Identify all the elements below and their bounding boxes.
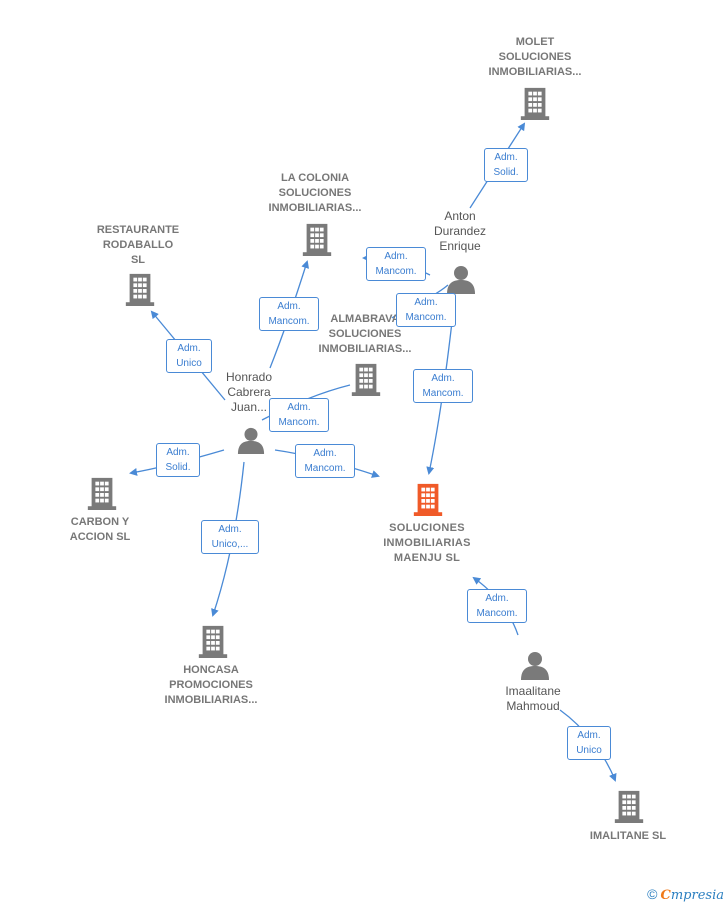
restaurante-label[interactable]: RESTAURANTE RODABALLO SL	[96, 224, 180, 266]
carbon-building-icon[interactable]	[87, 477, 117, 510]
edge-label-honrado-honcasa[interactable]: Adm. Unico,...	[201, 520, 259, 554]
maenju-label[interactable]: SOLUCIONES INMOBILIARIAS MAENJU SL	[383, 522, 471, 564]
imalitane-sl-building-icon[interactable]	[614, 790, 644, 823]
edge-label-honrado-carbon[interactable]: Adm. Solid.	[156, 443, 200, 477]
restaurante-building-icon[interactable]	[125, 273, 155, 306]
almabrava-label[interactable]: ALMABRAVA SOLUCIONES INMOBILIARIAS...	[318, 313, 412, 355]
almabrava-building-icon[interactable]	[351, 363, 381, 396]
honcasa-label[interactable]: HONCASA PROMOCIONES INMOBILIARIAS...	[164, 664, 258, 706]
edge-label-imaalitane-maenju[interactable]: Adm. Mancom.	[467, 589, 527, 623]
la-colonia-label[interactable]: LA COLONIA SOLUCIONES INMOBILIARIAS...	[268, 172, 362, 214]
anton-label[interactable]: Anton Durandez Enrique	[433, 209, 487, 253]
honrado-label[interactable]: Honrado Cabrera Juan...	[225, 370, 273, 414]
edge-label-anton-molet[interactable]: Adm. Solid.	[484, 148, 528, 182]
molet-label[interactable]: MOLET SOLUCIONES INMOBILIARIAS...	[488, 36, 582, 78]
edge-label-imaalitane-imalitane[interactable]: Adm. Unico	[567, 726, 611, 760]
anton-person-icon[interactable]	[447, 266, 475, 294]
la-colonia-building-icon[interactable]	[302, 223, 332, 256]
honcasa-building-icon[interactable]	[198, 625, 228, 658]
edge-label-anton-colonia[interactable]: Adm. Mancom.	[366, 247, 426, 281]
edge-label-honrado-maenju[interactable]: Adm. Mancom.	[295, 444, 355, 478]
molet-building-icon[interactable]	[520, 87, 550, 120]
imaalitane-person-icon[interactable]	[521, 652, 549, 680]
honrado-person-icon[interactable]	[237, 427, 265, 454]
edge-label-anton-almabrava[interactable]: Adm. Mancom.	[396, 293, 456, 327]
copyright-icon: ©	[647, 886, 658, 902]
brand-logo: Cmpresia	[660, 888, 725, 903]
imaalitane-label[interactable]: Imaalitane Mahmoud	[505, 684, 561, 713]
edge-label-anton-maenju[interactable]: Adm. Mancom.	[413, 369, 473, 403]
imalitane-sl-label[interactable]: IMALITANE SL	[589, 830, 667, 842]
footer-brand[interactable]: ©Cmpresia	[647, 886, 724, 903]
carbon-label[interactable]: CARBON Y ACCION SL	[69, 516, 131, 543]
edge-label-honrado-almabrava[interactable]: Adm. Mancom.	[269, 398, 329, 432]
maenju-building-icon[interactable]	[413, 483, 443, 516]
edge-label-honrado-restaurante[interactable]: Adm. Unico	[166, 339, 212, 373]
edge-label-honrado-colonia[interactable]: Adm. Mancom.	[259, 297, 319, 331]
